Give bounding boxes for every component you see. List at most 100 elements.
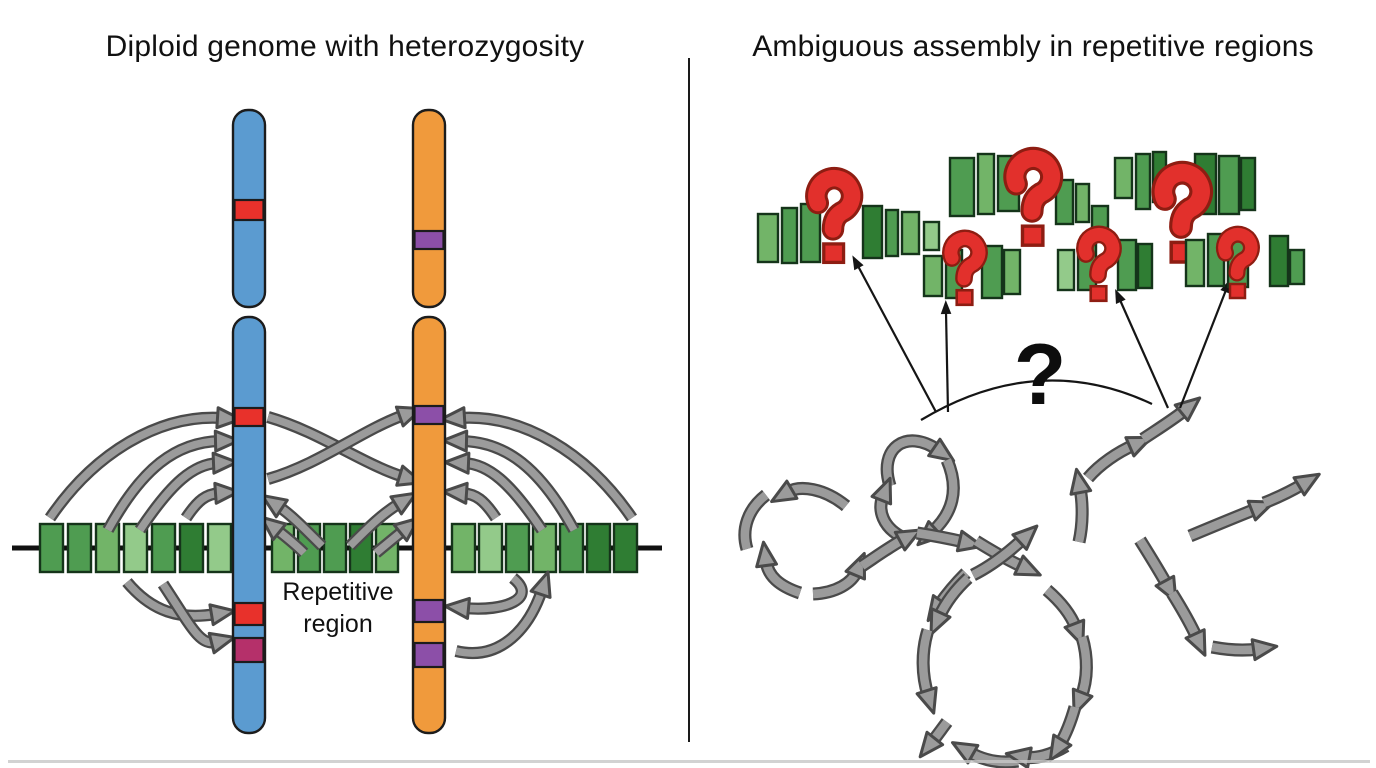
read-arrow xyxy=(182,481,241,521)
tangle-arrow xyxy=(1048,705,1080,762)
chromosome-band xyxy=(413,641,445,669)
scan-edge-line xyxy=(8,760,1370,763)
chromosome-orange xyxy=(411,108,447,735)
assembled-repeat-block xyxy=(1056,248,1076,292)
repeat-unit-block xyxy=(122,522,149,574)
tangle-arrow xyxy=(1211,638,1279,662)
assembled-repeat-block xyxy=(1002,248,1022,296)
tangle-arrow xyxy=(915,628,938,715)
read-arrow xyxy=(347,491,418,549)
repetitive-region-label-line1: Repetitive xyxy=(282,578,394,606)
assembled-repeat-block xyxy=(861,204,884,260)
read-arrow-outline xyxy=(461,434,580,533)
assembled-repeat-block xyxy=(1184,238,1206,288)
candidate-assembly xyxy=(948,154,1110,245)
read-arrow xyxy=(136,451,239,533)
assembled-repeat-block xyxy=(1217,154,1241,216)
tangle-arrow xyxy=(1140,396,1202,443)
read-mapping-arrows xyxy=(45,405,637,659)
panel-divider xyxy=(688,58,690,742)
tangle-arrow xyxy=(929,574,971,636)
chromosome-band xyxy=(233,198,265,222)
tangle-arrow xyxy=(971,524,1039,579)
repeat-unit-block xyxy=(450,522,477,574)
tangle-arrow xyxy=(1069,467,1093,543)
tangle-arrow xyxy=(1136,537,1178,604)
repeat-unit-block xyxy=(585,522,612,574)
assembled-repeat-block xyxy=(1113,156,1134,200)
ambiguity-question-mark: ? xyxy=(1013,327,1067,423)
repeat-unit-block xyxy=(206,522,233,574)
cluster-pointer-arrow xyxy=(940,300,952,413)
chromosome-band xyxy=(233,601,265,627)
assembled-repeat-block xyxy=(1134,152,1152,211)
assembled-repeat-block xyxy=(980,244,1004,300)
tangle-arrow xyxy=(918,719,951,759)
tangle-arrow xyxy=(1262,472,1321,507)
read-arrow xyxy=(441,481,500,521)
tangle-arrow xyxy=(740,491,769,551)
repeat-unit-block xyxy=(66,522,93,574)
chromosome-band xyxy=(233,406,265,428)
tangle-arrow xyxy=(812,551,866,599)
assembled-repeat-block xyxy=(756,212,780,264)
cluster-pointer-arrow xyxy=(1178,278,1231,409)
assembled-repeat-block xyxy=(780,206,799,265)
candidate-assembly-clusters xyxy=(756,150,1306,305)
repeat-unit-block xyxy=(612,522,639,574)
chromosome-band xyxy=(413,598,445,624)
tangle-arrow xyxy=(882,436,956,488)
repetitive-region-blocks xyxy=(38,522,639,574)
tangle-arrow xyxy=(859,528,923,570)
read-arrow-outline xyxy=(102,434,221,533)
repeat-unit-block xyxy=(178,522,205,574)
assembly-graph-tangle xyxy=(738,396,1321,768)
chromosome-orange-bands xyxy=(413,229,445,669)
tangle-arrow xyxy=(916,528,985,553)
candidate-assembly-arrows xyxy=(852,255,1231,421)
tangle-arrow xyxy=(770,479,849,510)
assembled-repeat-block xyxy=(1239,156,1257,212)
cluster-pointer-arrow xyxy=(852,255,937,413)
candidate-assembly xyxy=(1113,150,1257,262)
assembled-repeat-block xyxy=(922,254,944,298)
cluster-pointer-arrow xyxy=(1115,289,1170,409)
assembled-repeat-block xyxy=(1288,248,1306,286)
read-arrow xyxy=(373,516,421,556)
assembled-repeat-block xyxy=(884,208,900,258)
repeat-unit-block xyxy=(504,522,531,574)
assembled-repeat-block xyxy=(1136,242,1154,290)
chromosome-band xyxy=(413,229,445,251)
candidate-assembly xyxy=(756,178,941,265)
assembled-repeat-block xyxy=(922,220,941,252)
read-arrow xyxy=(441,429,578,532)
tangle-arrow xyxy=(1044,586,1086,648)
candidate-assembly xyxy=(1184,232,1306,298)
candidate-assembly xyxy=(922,238,1022,304)
tangle-arrow xyxy=(1188,499,1276,540)
read-arrow xyxy=(259,515,307,556)
repeat-unit-block xyxy=(94,522,121,574)
assembled-repeat-block xyxy=(1116,238,1138,292)
chromosome-blue-bands xyxy=(233,198,265,664)
tangle-arrow xyxy=(1168,590,1207,657)
assembled-repeat-block xyxy=(1268,234,1290,288)
read-arrow xyxy=(260,493,325,549)
candidate-assembly xyxy=(1056,234,1154,300)
chromosome-blue xyxy=(231,108,267,735)
repetitive-region-label: Repetitive region xyxy=(258,576,418,640)
repetitive-region-label-line2: region xyxy=(303,610,373,638)
right-panel-title: Ambiguous assembly in repetitive regions xyxy=(752,30,1314,63)
read-arrow xyxy=(46,406,243,521)
tangle-arrow xyxy=(755,540,802,598)
repeat-unit-block xyxy=(150,522,177,574)
assembled-repeat-block xyxy=(1054,178,1075,226)
left-panel-title: Diploid genome with heterozygosity xyxy=(105,30,585,63)
chromosome-band xyxy=(413,404,445,426)
chromosome-band xyxy=(233,636,265,664)
assembled-repeat-block xyxy=(948,156,976,218)
tangle-arrow xyxy=(916,458,958,547)
read-arrow xyxy=(124,579,237,627)
